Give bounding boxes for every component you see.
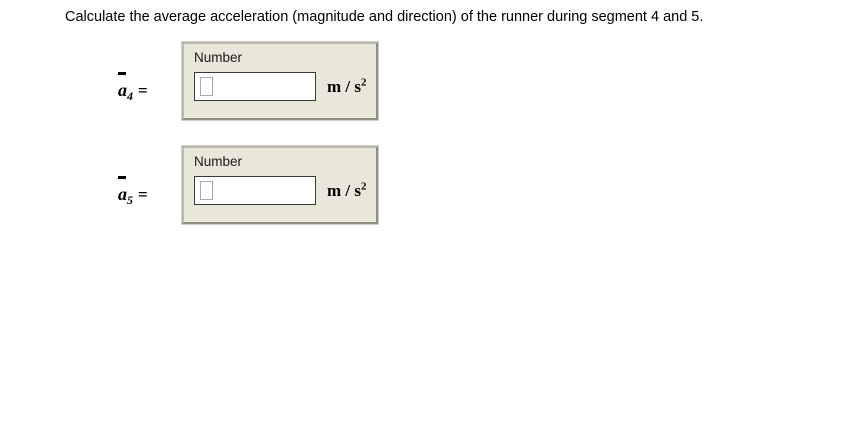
unit-exponent-a5: 2: [361, 179, 367, 192]
variable-subscript-a4: 4: [127, 89, 133, 103]
variable-subscript-a5: 5: [127, 193, 133, 207]
panel-caption-a4: Number: [194, 50, 243, 65]
unit-label-a4: m / s2: [327, 75, 367, 97]
question-prompt: Calculate the average acceleration (magn…: [65, 9, 704, 25]
variable-label-a5: a5 =: [118, 176, 180, 208]
variable-symbol-a4: a: [118, 72, 127, 100]
number-input-a4[interactable]: [194, 72, 316, 101]
variable-symbol-a5: a: [118, 176, 127, 204]
answer-panel-a4: Number m / s2: [182, 42, 378, 120]
variable-label-a4: a4 =: [118, 72, 180, 104]
unit-main-a5: m / s: [327, 180, 361, 200]
unit-exponent-a4: 2: [361, 75, 367, 88]
equals-sign-a5: =: [138, 185, 148, 204]
panel-caption-a5: Number: [194, 154, 243, 169]
number-input-a5[interactable]: [194, 176, 316, 205]
unit-label-a5: m / s2: [327, 179, 367, 201]
panel-body-a4: m / s2: [194, 72, 368, 101]
input-placeholder-box-a5: [200, 181, 213, 200]
panel-body-a5: m / s2: [194, 176, 368, 205]
answer-panel-a5: Number m / s2: [182, 146, 378, 224]
unit-main-a4: m / s: [327, 76, 361, 96]
equals-sign-a4: =: [138, 81, 148, 100]
input-placeholder-box-a4: [200, 77, 213, 96]
